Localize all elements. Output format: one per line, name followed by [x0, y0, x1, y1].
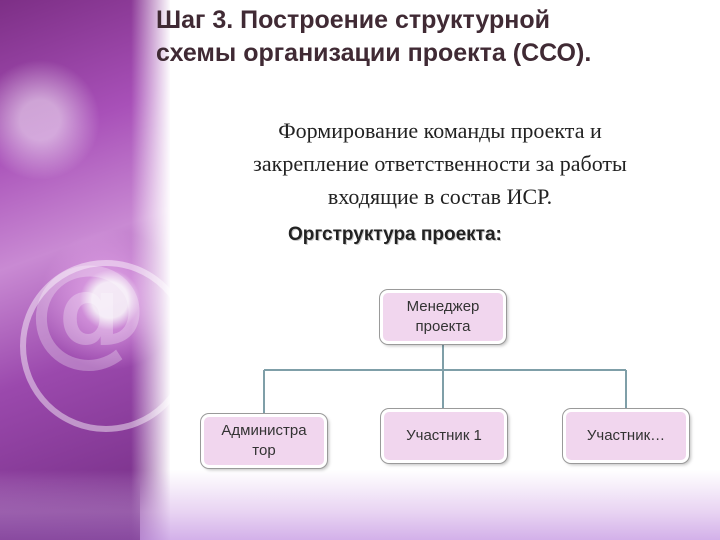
decorative-arc	[20, 260, 192, 432]
org-node-participant-1-label: Участник 1	[406, 427, 482, 444]
title-line-1: Шаг 3. Построение структурной	[156, 6, 550, 34]
title-line-2: схемы организации проекта (ССО).	[156, 39, 592, 67]
org-node-manager: Менеджер проекта	[380, 290, 506, 344]
org-node-administrator-line-2: тор	[252, 442, 276, 459]
org-node-administrator: Администра тор	[201, 414, 327, 468]
slide-title: Шаг 3. Построение структурной схемы орга…	[156, 4, 716, 70]
org-node-manager-line-2: проекта	[415, 318, 471, 335]
org-node-participant-2-label: Участник…	[586, 427, 666, 444]
org-node-manager-line-1: Менеджер	[406, 298, 480, 315]
at-sign-decoration-icon: @	[28, 240, 148, 379]
decorative-bottom-corner	[0, 480, 140, 540]
subtitle-line-3: входящие в состав ИСР.	[327, 184, 553, 209]
org-node-participant-2: Участник…	[563, 409, 689, 463]
org-node-participant-1: Участник 1	[381, 409, 507, 463]
subtitle-line-1: Формирование команды проекта и	[278, 118, 602, 143]
subtitle-line-2: закрепление ответственности за работы	[253, 151, 627, 176]
org-node-administrator-line-1: Администра	[221, 422, 307, 439]
slide-subtitle: Формирование команды проекта и закреплен…	[170, 114, 710, 213]
org-structure-heading: Оргструктура проекта:	[288, 224, 502, 245]
